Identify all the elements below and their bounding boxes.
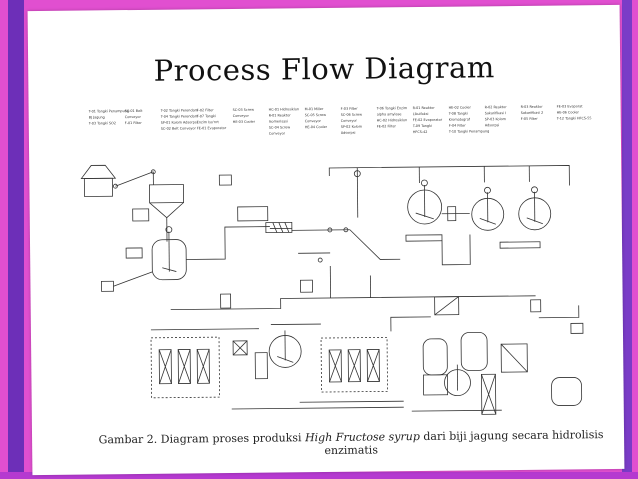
process-flow-diagram: [80, 164, 584, 415]
adsorption-columns-middle: [299, 336, 404, 403]
storage-tanks-right: [422, 305, 584, 415]
crystallizer: [268, 323, 321, 368]
small-tanks-left: [101, 208, 153, 292]
caption-italic-term: High Fructose syrup: [304, 430, 420, 445]
border-stripe-right: [622, 0, 632, 479]
reactor-r03: [499, 186, 552, 249]
border-stripe-bottom: [0, 472, 638, 479]
caption-line2: enzimatis: [324, 443, 379, 458]
return-lines: [231, 316, 502, 412]
evaporator-left: [232, 340, 268, 380]
main-process-line: [186, 174, 401, 263]
top-pipe-header: [328, 165, 570, 218]
slide: Process Flow Diagram T-01 Tangki Penampu…: [27, 4, 625, 476]
middle-manifold: [170, 265, 542, 316]
reactor-r02: [471, 186, 505, 231]
caption-text-after: dari biji jagung secara hidrolisis: [419, 428, 604, 444]
border-stripe-left: [8, 0, 24, 479]
caption-text-before: Gambar 2. Diagram proses produksi: [98, 431, 306, 447]
reactor-vessel: [151, 226, 187, 281]
storage-silo: [80, 164, 117, 197]
belt-conveyor: [113, 169, 156, 189]
heat-exchanger-right: [441, 206, 471, 266]
soaking-tank: [149, 184, 185, 242]
reactor-r01: [405, 179, 443, 242]
adsorption-columns-left: [150, 328, 259, 399]
